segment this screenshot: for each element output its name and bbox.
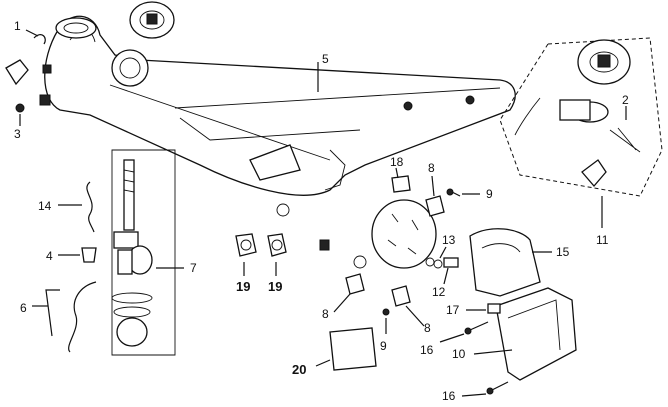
part-16-screw-a	[469, 321, 489, 331]
callout-8c: 8	[424, 321, 431, 335]
tap-panel	[111, 149, 176, 356]
callout-10: 10	[452, 347, 466, 361]
callout-12: 12	[432, 285, 446, 299]
part-16-screw-a-head	[464, 327, 472, 335]
part-18-bracket	[391, 175, 411, 193]
lock-cylinder-top	[129, 1, 175, 39]
part-8-clip-c	[391, 285, 411, 307]
callout-13: 13	[442, 233, 456, 247]
callout-6: 6	[20, 301, 27, 315]
callout-7: 7	[190, 261, 197, 275]
callout-9a: 9	[486, 187, 493, 201]
lock-set-parts	[514, 39, 641, 187]
leader-8a	[431, 175, 435, 197]
callout-19b: 19	[268, 279, 282, 294]
part-9-screw-b	[382, 308, 390, 316]
callout-9b: 9	[380, 339, 387, 353]
callout-15: 15	[556, 245, 570, 259]
callout-16a: 16	[420, 343, 434, 357]
callout-17: 17	[446, 303, 460, 317]
frame-bolt	[319, 239, 330, 251]
leader-13	[439, 246, 447, 259]
callout-2: 2	[622, 93, 629, 107]
callout-18: 18	[390, 155, 404, 169]
part-19-nuts	[235, 233, 287, 257]
leader-16b	[461, 393, 487, 397]
leader-20	[315, 359, 331, 367]
cover-rib	[481, 243, 521, 253]
frame-end-plate	[353, 199, 437, 269]
part-10-cover	[495, 287, 577, 381]
part-20-pad	[329, 327, 377, 371]
side-cap	[5, 59, 29, 86]
callout-8a: 8	[428, 161, 435, 175]
callout-16b: 16	[442, 389, 456, 403]
callout-11: 11	[596, 233, 609, 247]
part-17-clip	[487, 303, 501, 314]
leader-8b	[333, 293, 351, 313]
leader-10	[473, 349, 513, 355]
frame-main-tube	[39, 15, 516, 217]
part-4-filter	[81, 247, 97, 263]
callout-4: 4	[46, 249, 53, 263]
leader-1	[25, 29, 39, 37]
callout-5: 5	[322, 52, 329, 66]
part-16-screw-b-head	[486, 387, 494, 395]
leader-12	[443, 267, 449, 285]
part-8-clip-b	[345, 273, 365, 295]
leader-8c	[405, 305, 425, 327]
hose-bracket	[45, 289, 60, 337]
callout-8b: 8	[322, 307, 329, 321]
part-8-clip-a	[425, 195, 445, 217]
callout-3: 3	[14, 127, 21, 141]
part-9-screw-a-head	[446, 188, 454, 196]
part-16-screw-b	[491, 381, 509, 391]
part-12-bolt	[443, 257, 459, 268]
callout-14: 14	[38, 199, 52, 213]
part-3-screw	[15, 103, 25, 113]
part-1-clip	[33, 34, 46, 45]
leader-18	[395, 167, 399, 179]
part-6-hose	[68, 281, 97, 353]
callout-20: 20	[292, 362, 306, 377]
callout-19a: 19	[236, 279, 250, 294]
fuel-tap-assembly	[111, 159, 153, 347]
part-13-washer-b	[433, 259, 443, 269]
part-14-hose	[86, 181, 95, 233]
part-13-washer-a	[425, 257, 435, 267]
cover-10-edge	[507, 299, 561, 351]
callout-1: 1	[14, 19, 21, 33]
leader-16a	[439, 333, 465, 343]
part-15-cover	[469, 228, 541, 297]
